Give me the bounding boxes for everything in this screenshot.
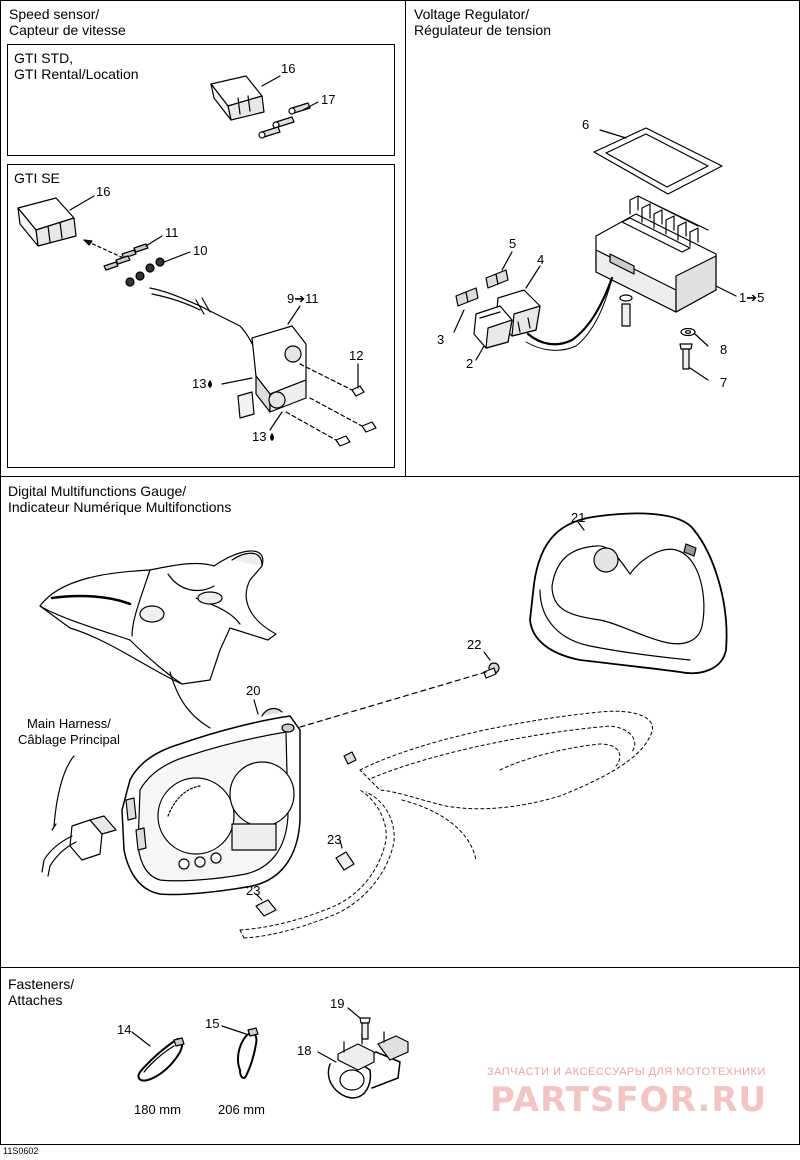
callout-9-to-11: 9➔11	[287, 291, 319, 306]
callout-23-right: 23	[327, 832, 342, 847]
callout-20: 20	[246, 683, 261, 698]
seals-10	[125, 257, 165, 287]
regulator-body	[595, 195, 717, 313]
gti-se-subpanel	[7, 164, 395, 468]
voltage-regulator-title: Voltage Regulator/ Régulateur de tension	[414, 6, 551, 38]
gti-se-title: GTI SE	[14, 170, 60, 186]
callout-19: 19	[330, 996, 345, 1011]
gauge-20	[121, 707, 301, 896]
dashed-console	[239, 710, 653, 939]
regulator-cable	[525, 276, 614, 351]
cable-tie-14	[137, 1037, 185, 1082]
callout-11: 11	[165, 225, 179, 240]
gti-std-subpanel	[7, 44, 395, 156]
cable-tie-15	[237, 1027, 259, 1079]
washer-screw-upper	[619, 294, 633, 327]
callout-16-se: 16	[96, 184, 111, 199]
callout-16-std: 16	[281, 61, 296, 76]
callout-22: 22	[467, 637, 482, 652]
callout-21: 21	[571, 510, 586, 525]
clips-23	[255, 851, 355, 917]
callout-8: 8	[720, 342, 728, 357]
connector-2	[473, 305, 513, 349]
pins-3	[455, 287, 479, 307]
main-harness-label: Main Harness/ Câblage Principal	[18, 716, 120, 747]
hood-cover	[39, 550, 277, 685]
sensor-wires	[149, 287, 263, 361]
watermark-tagline: ЗАПЧАСТИ И АКСЕССУАРЫ ДЛЯ МОТОТЕХНИКИ	[487, 1066, 766, 1078]
washer-8	[680, 327, 696, 337]
callout-10: 10	[193, 243, 208, 258]
sealant-drop-icons	[208, 380, 274, 441]
callout-14: 14	[117, 1022, 132, 1037]
callout-15: 15	[205, 1016, 220, 1031]
pins-17	[258, 102, 311, 139]
harness-connector	[41, 815, 117, 877]
speed-sensor-body	[237, 325, 307, 419]
callout-6: 6	[582, 117, 590, 132]
length-180mm: 180 mm	[134, 1102, 181, 1117]
callout-13-lower: 13	[252, 429, 267, 444]
pins-5	[485, 269, 509, 289]
clamp-18	[327, 1031, 409, 1099]
gauge-title: Digital Multifunctions Gauge/ Indicateur…	[8, 483, 232, 515]
screw-7	[679, 343, 693, 370]
gasket-6	[593, 127, 723, 195]
callout-17: 17	[321, 92, 336, 107]
drawing-code: 11S0602	[3, 1146, 39, 1156]
callout-1-to-5: 1➔5	[739, 290, 765, 305]
screw-19	[359, 1017, 371, 1040]
callout-3: 3	[437, 332, 445, 347]
connector-16-std	[210, 75, 265, 121]
callout-7: 7	[720, 375, 728, 390]
fasteners-title: Fasteners/ Attaches	[8, 976, 75, 1008]
callout-4: 4	[537, 252, 545, 267]
pins-11	[103, 243, 149, 271]
speed-sensor-title: Speed sensor/ Capteur de vitesse	[9, 6, 126, 38]
callout-5: 5	[509, 236, 517, 251]
callout-23-left: 23	[246, 883, 261, 898]
callout-2: 2	[466, 356, 474, 371]
connector-16-se	[17, 197, 77, 247]
bezel-21	[529, 512, 728, 674]
gti-std-title: GTI STD, GTI Rental/Location	[14, 50, 139, 82]
screw-22	[483, 662, 500, 679]
callout-13-upper: 13	[192, 376, 207, 391]
screws-12	[335, 385, 377, 447]
callout-18: 18	[297, 1043, 312, 1058]
callout-12: 12	[349, 348, 364, 363]
watermark-logo: PARTSFOR.RU	[490, 1080, 768, 1120]
length-206mm: 206 mm	[218, 1102, 265, 1117]
